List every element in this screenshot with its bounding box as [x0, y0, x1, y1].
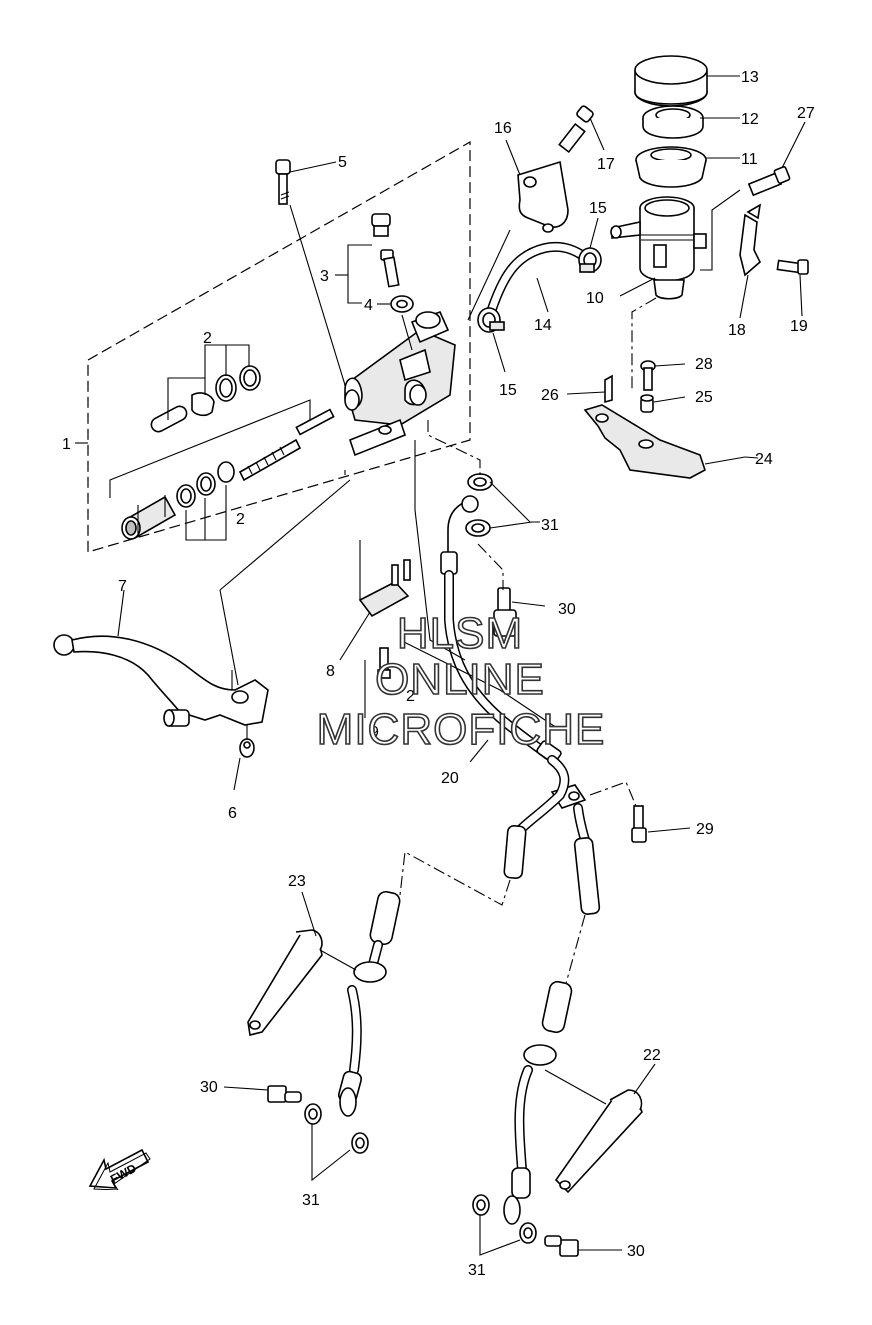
- callout-4: 4: [364, 297, 373, 314]
- callout-8: 8: [326, 663, 335, 680]
- part-14-reservoir-hose[interactable]: [485, 242, 591, 320]
- part-30-banjo-bolt-left[interactable]: [267, 1085, 302, 1103]
- callout-7: 7: [118, 578, 127, 595]
- callout-27: 27: [797, 105, 815, 122]
- part-27-bolt[interactable]: [747, 166, 791, 197]
- fwd-arrow-icon: FWD: [88, 1148, 151, 1190]
- part-23-hose-left[interactable]: [337, 890, 401, 1117]
- callout-30-left: 30: [200, 1079, 218, 1096]
- part-23-clamp-left[interactable]: [247, 929, 323, 1036]
- part-22-hose-right[interactable]: [503, 980, 573, 1225]
- callout-26: 26: [541, 387, 559, 404]
- callout-6: 6: [228, 805, 237, 822]
- part-11-diaphragm[interactable]: [635, 146, 707, 188]
- callout-14: 14: [534, 317, 552, 334]
- part-15-hose-clip-lower[interactable]: [477, 307, 505, 333]
- callout-9: 9: [370, 724, 379, 741]
- part-3-bleed-screw[interactable]: [371, 213, 400, 288]
- part-2-seal-kit-lower[interactable]: [121, 408, 335, 540]
- part-8-brake-switch[interactable]: [358, 559, 411, 618]
- part-25-collar[interactable]: [640, 394, 654, 413]
- part-31-washer-left-1[interactable]: [304, 1103, 322, 1125]
- callout-16: 16: [494, 120, 512, 137]
- part-22-clamp-right[interactable]: [554, 1089, 643, 1194]
- part-19-bolt[interactable]: [776, 259, 809, 275]
- part-24-bracket[interactable]: [583, 404, 706, 479]
- callout-24: 24: [755, 451, 773, 468]
- part-15-hose-clip-upper[interactable]: [578, 247, 602, 273]
- part-6-nut[interactable]: [239, 738, 255, 758]
- callout-20: 20: [441, 770, 459, 787]
- callout-3: 3: [320, 268, 329, 285]
- assembly-1-boundary: [87, 140, 471, 553]
- part-10-reservoir[interactable]: [610, 196, 707, 300]
- callout-12: 12: [741, 111, 759, 128]
- master-cylinder-body[interactable]: [344, 310, 456, 457]
- callout-15-lower: 15: [499, 382, 517, 399]
- callout-2-upper: 2: [203, 330, 212, 347]
- part-31-washer-right-2[interactable]: [519, 1222, 537, 1244]
- callout-28: 28: [695, 356, 713, 373]
- part-30-banjo-bolt-right[interactable]: [544, 1235, 579, 1257]
- callout-10: 10: [586, 290, 604, 307]
- callout-17: 17: [597, 156, 615, 173]
- watermark-line-1: HLSM: [396, 609, 524, 658]
- callout-2-lower: 2: [236, 511, 245, 528]
- part-5-bolt[interactable]: [275, 159, 291, 205]
- callout-15-upper: 15: [589, 200, 607, 217]
- callout-31-left: 31: [302, 1192, 320, 1209]
- part-12-plate[interactable]: [642, 105, 704, 139]
- part-16-clamp[interactable]: [517, 160, 569, 233]
- callout-31-upper: 31: [541, 517, 559, 534]
- callout-5: 5: [338, 154, 347, 171]
- part-4-washer[interactable]: [390, 295, 414, 313]
- callout-25: 25: [695, 389, 713, 406]
- callout-22: 22: [643, 1047, 661, 1064]
- callout-2-switch: 2: [406, 688, 415, 705]
- callout-23: 23: [288, 873, 306, 890]
- part-29-bolt[interactable]: [631, 805, 647, 843]
- callout-29: 29: [696, 821, 714, 838]
- callout-13: 13: [741, 69, 759, 86]
- part-26-plate[interactable]: [604, 374, 613, 404]
- callout-30-right: 30: [627, 1243, 645, 1260]
- hose-branch-left[interactable]: [503, 755, 570, 879]
- part-18-bracket[interactable]: [739, 203, 762, 277]
- part-28-bolt[interactable]: [640, 360, 656, 391]
- part-30-banjo-bolt-upper[interactable]: [493, 587, 517, 637]
- callout-31-right: 31: [468, 1262, 486, 1279]
- watermark-line-3: MICROFICHE: [316, 705, 606, 754]
- part-9-pin[interactable]: [377, 647, 391, 679]
- hose-branch-right[interactable]: [573, 803, 601, 915]
- callout-1: 1: [62, 436, 71, 453]
- callout-18: 18: [728, 322, 746, 339]
- part-20-brake-hose-upper[interactable]: [440, 495, 562, 764]
- part-31-washer-left-2[interactable]: [351, 1132, 369, 1154]
- part-13-reservoir-cap[interactable]: [634, 55, 708, 107]
- part-31-washer-right-1[interactable]: [472, 1194, 490, 1216]
- part-31-washer-upper-1[interactable]: [467, 473, 493, 491]
- part-17-bolt[interactable]: [558, 105, 594, 154]
- watermark-line-2: ONLINE: [374, 655, 545, 704]
- part-7-brake-lever[interactable]: [53, 634, 269, 727]
- callout-19: 19: [790, 318, 808, 335]
- part-31-washer-upper-2[interactable]: [465, 519, 491, 537]
- callout-11: 11: [741, 151, 758, 168]
- part-2-seal-kit-upper[interactable]: [149, 365, 261, 434]
- callout-30-upper: 30: [558, 601, 576, 618]
